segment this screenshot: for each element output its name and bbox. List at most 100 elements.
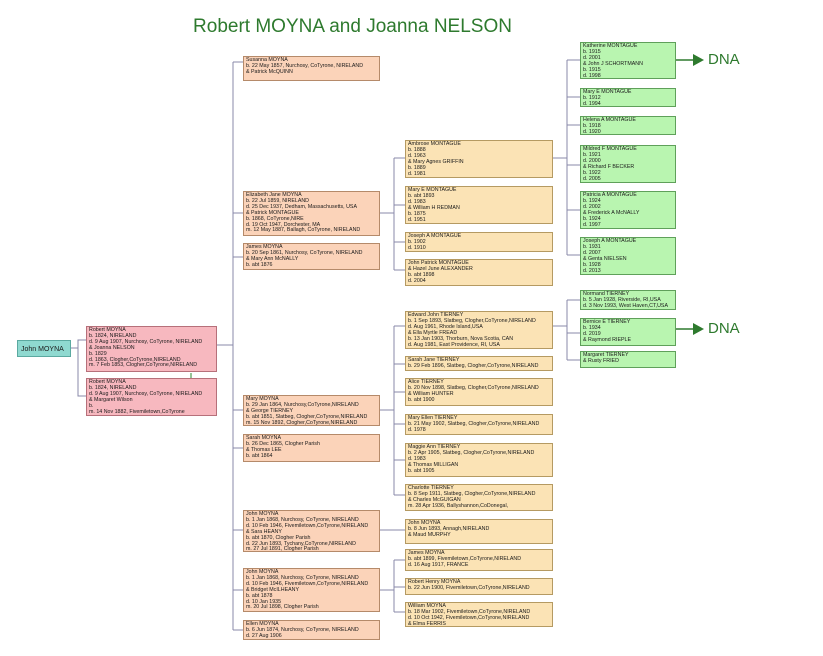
- person-detail: & William HUNTER: [408, 390, 454, 397]
- person-detail: & Raymond RIEPLE: [583, 336, 631, 343]
- person-name: Mary MOYNA: [246, 396, 279, 402]
- person-detail: d. 1863, Clogher,CoTyrone,NIRELAND: [89, 356, 181, 363]
- person-detail: d. 25 Dec 1937, Dedham, Massachusetts, U…: [246, 203, 357, 210]
- person-name: Sarah MOYNA: [246, 435, 282, 441]
- person-detail: d. 1951: [408, 216, 426, 223]
- person-detail: b. abt 1900: [408, 396, 435, 403]
- person-detail: b. 1889: [408, 164, 426, 171]
- person-detail: & John J SCHORTMANN: [583, 60, 643, 67]
- person-detail: d. 1998: [583, 72, 601, 79]
- person-detail: d. 1963: [408, 152, 426, 159]
- person-detail: b. 1922: [583, 169, 601, 176]
- root-box: John MOYNA: [17, 340, 71, 357]
- person-detail: b. 8 Jun 1893, Annagh,NIRELAND: [408, 525, 490, 532]
- person-name: Katherine MONTAGUE: [583, 43, 638, 49]
- person-detail: & Mary Agnes GRIFFIN: [408, 158, 464, 165]
- person-name: Elizabeth Jane MOYNA: [246, 192, 302, 198]
- person-name: Maggie Ann TIERNEY: [408, 444, 461, 450]
- person-detail: b. 21 May 1902, Slatbeg, Clogher,CoTyron…: [408, 420, 540, 427]
- person-detail: d. 1981: [408, 170, 426, 177]
- person-detail: b. 26 Dec 1865, Clogher Parish: [246, 440, 320, 447]
- person-detail: & Bridget McILHEANY: [246, 586, 299, 593]
- person-detail: b. 6 Jun 1874, Nurchosy, CoTyrone, NIREL…: [246, 626, 359, 633]
- person-name: Ambrose MONTAGUE: [408, 141, 461, 147]
- person-detail: b. abt 1905: [408, 467, 435, 474]
- person-detail: b. 5 Jan 1928, Riverside, RI,USA: [583, 296, 661, 303]
- person-detail: d. 16 Aug 1917, FRANCE: [408, 561, 469, 568]
- person-detail: & Ella Myrtle FREAD: [408, 329, 458, 336]
- person-detail: & William H REDMAN: [408, 204, 460, 211]
- person-detail: b. 1888: [408, 146, 426, 153]
- person-name: John MOYNA: [246, 511, 279, 517]
- person-detail: b. 1 Sep 1893, Slatbeg, Clogher,CoTyrone…: [408, 317, 536, 324]
- person-detail: d. 9 Aug 1907, Nurchosy, CoTyrone, NIREL…: [89, 338, 203, 345]
- person-detail: b. 1868, CoTyrone,NIRE: [246, 215, 304, 222]
- person-detail: d. 9 Aug 1907, Nurchosy, CoTyrone, NIREL…: [89, 390, 203, 397]
- person-name: Mary Ellen TIERNEY: [408, 415, 458, 421]
- person-name: Robert Henry MOYNA: [408, 579, 461, 585]
- person-detail: b. 1921: [583, 151, 601, 158]
- person-detail: m. 14 Nov 1882, Fivemiletown,CoTyrone: [89, 408, 185, 415]
- person-detail: & Margaret Wilson: [89, 396, 133, 403]
- person-name: Charlotte TIERNEY: [408, 485, 454, 491]
- person-name: Margaret TIERNEY: [583, 352, 629, 358]
- person-detail: b. abt 1870, Clogher Parish: [246, 534, 311, 541]
- person-detail: d. 2000: [583, 157, 601, 164]
- person-detail: b. abt 1898: [408, 271, 435, 278]
- person-detail: b. 1902: [408, 238, 426, 245]
- person-detail: d. 2005: [583, 175, 601, 182]
- person-detail: b. 1915: [583, 48, 601, 55]
- person-detail: d. 1910: [408, 244, 426, 251]
- person-detail: d. 1994: [583, 100, 601, 107]
- person-detail: d. 27 Aug 1906: [246, 632, 282, 639]
- person-detail: & Joanna NELSON: [89, 344, 135, 351]
- person-detail: b. 1 Jan 1868, Nurchosy, CoTyrone, NIREL…: [246, 574, 359, 581]
- person-detail: & Mary Ann McNALLY: [246, 255, 299, 262]
- person-detail: d. 1983: [408, 455, 426, 462]
- person-detail: b. abt 1878: [246, 592, 273, 599]
- person-name: Bernice E TIERNEY: [583, 319, 631, 325]
- person-detail: m. 7 Feb 1853, Clogher,CoTyrone,NIRELAND: [89, 362, 198, 369]
- person-detail: b. 22 May 1857, Nurchosy, CoTyrone, NIRE…: [246, 62, 364, 69]
- person-name: Edward John TIERNEY: [408, 312, 464, 318]
- person-detail: d. 1983: [408, 198, 426, 205]
- person-detail: b. 18 Mar 1902, Fivemiletown,CoTyrone,NI…: [408, 608, 531, 615]
- person-name: Alice TIERNEY: [408, 379, 444, 385]
- person-name: Ellen MOYNA: [246, 621, 279, 627]
- person-detail: & Thomas LEE: [246, 446, 282, 453]
- person-detail: & Genta NIELSEN: [583, 255, 627, 262]
- person-detail: & Thomas MILLIGAN: [408, 461, 459, 468]
- person-detail: d. 2019: [583, 330, 601, 337]
- person-detail: d. 2007: [583, 249, 601, 256]
- person-name: Mary E MONTAGUE: [583, 89, 632, 95]
- person-name: John MOYNA: [408, 520, 441, 526]
- person-detail: d. 1997: [583, 221, 601, 228]
- person-detail: b. abt 1876: [246, 261, 273, 268]
- person-detail: & Rusty FRIED: [583, 357, 619, 364]
- person-detail: m. 28 Apr 1936, Ballyshannon,CoDonegal,: [408, 502, 509, 509]
- person-name: Helena A MONTAGUE: [583, 117, 636, 123]
- person-detail: b. abt 1893: [408, 192, 435, 199]
- person-detail: b. 1934: [583, 324, 601, 331]
- person-detail: d. Aug 1981, East Providence, RI, USA: [408, 341, 500, 348]
- person-name: William MOYNA: [408, 603, 446, 609]
- person-detail: & Maud MURPHY: [408, 531, 451, 538]
